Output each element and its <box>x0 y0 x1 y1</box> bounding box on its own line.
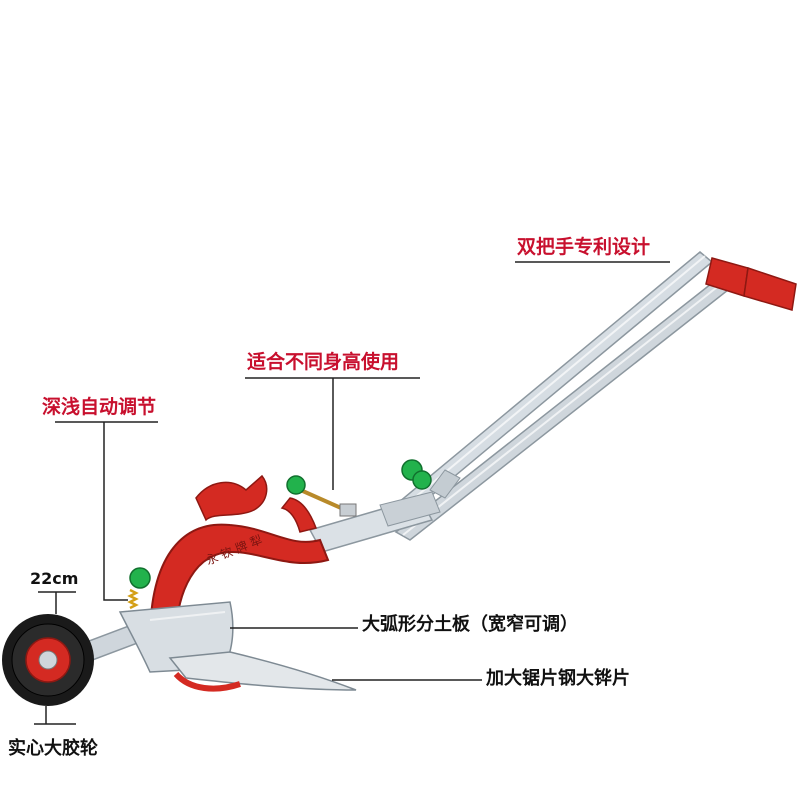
depth-spring <box>127 588 139 610</box>
depth-adjust-label: 深浅自动调节 <box>42 396 157 418</box>
red-grips <box>705 257 797 311</box>
wheel-label: 实心大胶轮 <box>8 738 98 759</box>
wheel <box>2 614 94 706</box>
blade <box>168 651 357 692</box>
height-adjuster <box>286 475 357 517</box>
green-knobs <box>129 459 432 589</box>
height-adjust-label: 适合不同身高使用 <box>247 351 400 373</box>
moldboard-label: 大弧形分土板（宽窄可调） <box>362 614 578 635</box>
blade-label: 加大锯片钢大铧片 <box>486 668 630 689</box>
wheel-size-label: 22cm <box>30 569 79 588</box>
leader-lines <box>34 261 670 725</box>
dual-handle-label: 双把手专利设计 <box>517 236 651 258</box>
handle-bars <box>373 251 730 541</box>
